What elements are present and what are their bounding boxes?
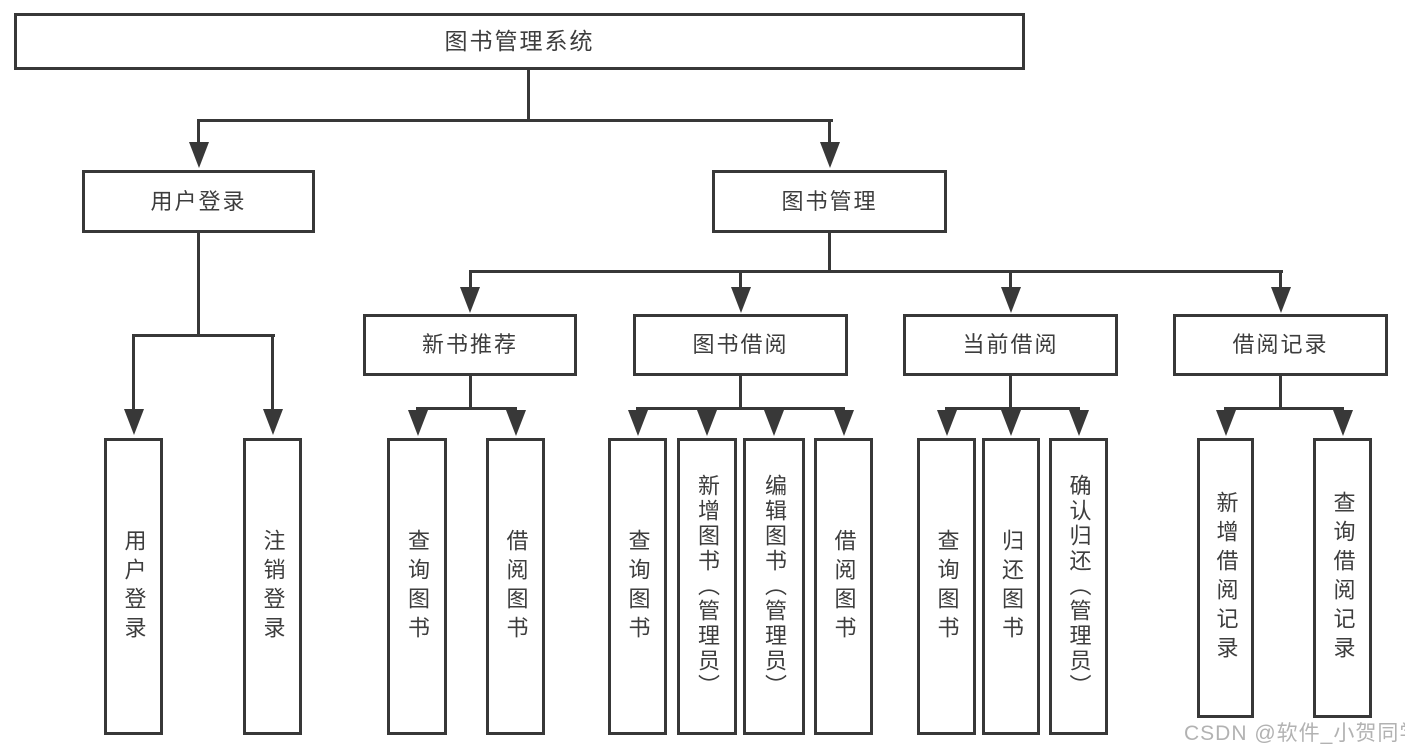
- leaf-records-add-record: 新增借阅记录: [1197, 438, 1254, 718]
- flow-line-horizontal: [197, 119, 833, 122]
- flow-line-vertical: [1279, 376, 1282, 410]
- flow-line-vertical: [132, 334, 135, 412]
- leaf-user-login-label: 用户登录: [121, 528, 147, 645]
- node-book-borrow-label: 图书借阅: [692, 332, 789, 357]
- flow-line-horizontal: [132, 334, 275, 337]
- node-root-library-system: 图书管理系统: [14, 13, 1025, 70]
- leaf-records-add-record-label: 新增借阅记录: [1213, 491, 1239, 665]
- arrowhead-down-icon: [1215, 410, 1236, 436]
- arrowhead-down-icon: [407, 410, 428, 436]
- node-current-borrow-label: 当前借阅: [962, 332, 1059, 357]
- arrowhead-down-icon: [1001, 410, 1021, 436]
- flow-line-vertical: [468, 376, 472, 410]
- flow-line-horizontal: [945, 407, 1080, 410]
- leaf-borrow-query-books: 查询图书: [608, 438, 667, 735]
- flow-line-horizontal: [469, 270, 1283, 273]
- leaf-current-return-books-label: 归还图书: [999, 528, 1024, 645]
- arrowhead-down-icon: [1000, 287, 1021, 313]
- arrowhead-down-icon: [833, 410, 854, 436]
- leaf-borrow-add-books-admin: 新增图书（管理员）: [677, 438, 737, 735]
- leaf-current-query-books: 查询图书: [917, 438, 976, 735]
- node-root-label: 图书管理系统: [444, 28, 595, 54]
- node-new-book-recommend: 新书推荐: [363, 314, 577, 376]
- leaf-borrow-borrow-books-label: 借阅图书: [831, 528, 857, 645]
- leaf-newbooks-borrow-books-label: 借阅图书: [503, 528, 529, 645]
- leaf-newbooks-query-books: 查询图书: [387, 438, 447, 735]
- node-current-borrow: 当前借阅: [903, 314, 1118, 376]
- arrowhead-down-icon: [936, 410, 957, 436]
- flow-line-vertical: [828, 119, 831, 147]
- leaf-current-query-books-label: 查询图书: [934, 528, 960, 645]
- leaf-current-confirm-return-admin: 确认归还（管理员）: [1049, 438, 1108, 735]
- arrowhead-down-icon: [505, 410, 526, 436]
- arrowhead-down-icon: [1332, 410, 1353, 436]
- arrowhead-down-icon: [697, 410, 717, 436]
- arrowhead-down-icon: [262, 409, 283, 435]
- flow-line-vertical: [197, 119, 200, 147]
- arrowhead-down-icon: [1068, 410, 1089, 436]
- node-borrow-records-label: 借阅记录: [1232, 332, 1329, 357]
- arrowhead-down-icon: [730, 287, 751, 313]
- leaf-user-login: 用户登录: [104, 438, 163, 735]
- flow-line-vertical: [468, 270, 472, 287]
- arrowhead-down-icon: [627, 410, 648, 436]
- flow-line-vertical: [739, 270, 742, 287]
- flow-line-horizontal: [416, 407, 517, 410]
- leaf-borrow-borrow-books: 借阅图书: [814, 438, 873, 735]
- flow-line-vertical: [828, 233, 831, 273]
- leaf-borrow-edit-books-admin-label: 编辑图书（管理员）: [762, 474, 787, 699]
- leaf-borrow-edit-books-admin: 编辑图书（管理员）: [743, 438, 805, 735]
- flow-line-vertical: [1279, 270, 1282, 287]
- arrowhead-down-icon: [819, 142, 840, 168]
- arrowhead-down-icon: [764, 410, 784, 436]
- leaf-newbooks-query-books-label: 查询图书: [405, 528, 430, 645]
- leaf-records-query-record-label: 查询借阅记录: [1330, 491, 1356, 665]
- arrowhead-down-icon: [188, 142, 209, 168]
- flow-line-vertical: [1009, 270, 1012, 287]
- flow-line-horizontal: [1224, 407, 1344, 410]
- flow-line-vertical: [1009, 376, 1012, 410]
- leaf-logout-label: 注销登录: [260, 528, 286, 645]
- node-book-management-label: 图书管理: [781, 188, 878, 214]
- leaf-records-query-record: 查询借阅记录: [1313, 438, 1372, 718]
- node-new-book-recommend-label: 新书推荐: [421, 332, 518, 357]
- node-user-login-label: 用户登录: [150, 188, 247, 214]
- leaf-borrow-add-books-admin-label: 新增图书（管理员）: [695, 474, 720, 699]
- arrowhead-down-icon: [123, 409, 144, 435]
- flow-line-vertical: [739, 376, 742, 410]
- flow-line-vertical: [197, 233, 200, 337]
- flow-line-vertical: [271, 334, 274, 412]
- leaf-current-confirm-return-admin-label: 确认归还（管理员）: [1066, 474, 1092, 699]
- leaf-newbooks-borrow-books: 借阅图书: [486, 438, 545, 735]
- arrowhead-down-icon: [1270, 287, 1291, 313]
- node-book-management: 图书管理: [712, 170, 947, 233]
- arrowhead-down-icon: [460, 287, 480, 313]
- csdn-watermark: CSDN @软件_小贺同学: [1184, 722, 1405, 745]
- leaf-current-return-books: 归还图书: [982, 438, 1040, 735]
- leaf-logout: 注销登录: [243, 438, 302, 735]
- node-borrow-records: 借阅记录: [1173, 314, 1388, 376]
- node-book-borrow: 图书借阅: [633, 314, 848, 376]
- node-user-login: 用户登录: [82, 170, 315, 233]
- flow-line-horizontal: [636, 407, 845, 410]
- leaf-borrow-query-books-label: 查询图书: [625, 528, 651, 645]
- flow-line-vertical: [527, 68, 530, 122]
